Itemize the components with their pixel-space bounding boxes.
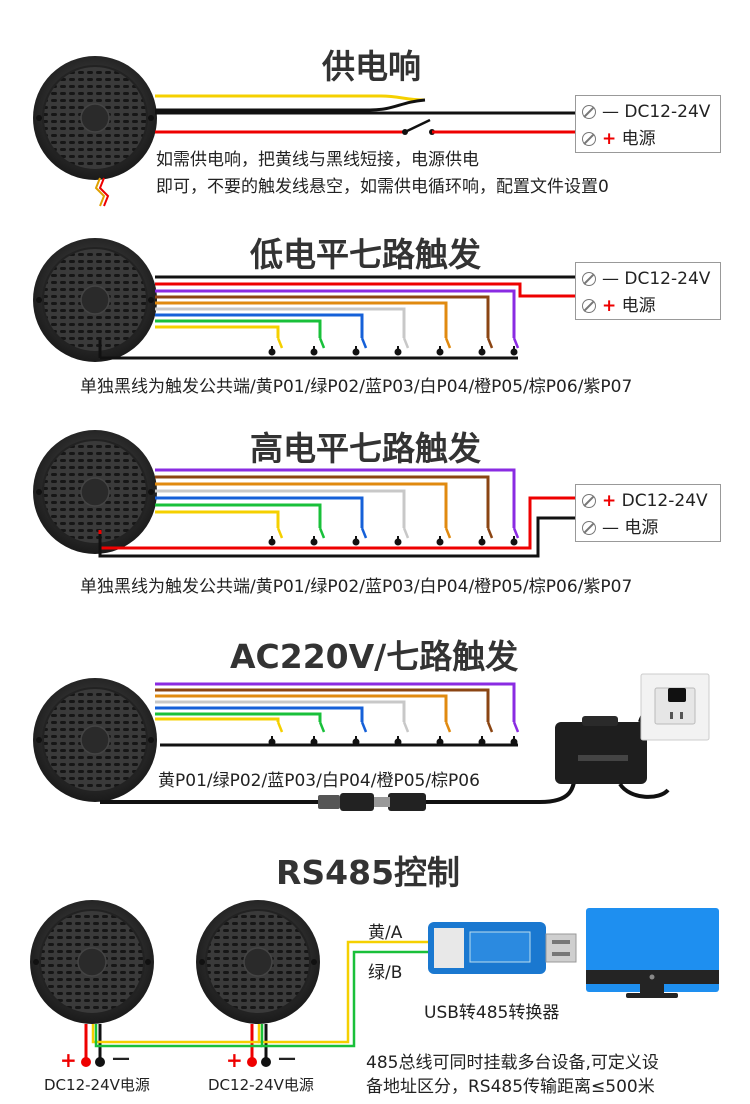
low-caption: 单独黑线为触发公共端/黄P01/绿P02/蓝P03/白P04/橙P05/棕P06…: [80, 377, 633, 397]
screw-icon: [582, 132, 596, 146]
screw-icon: [582, 521, 596, 535]
speaker-5: [29, 899, 155, 1025]
rs485-note-line2: 备地址区分，RS485传输距离≤500米: [366, 1077, 655, 1097]
screw-icon: [582, 494, 596, 508]
monitor: [586, 908, 719, 998]
terminal-block-power: — DC12-24V + 电源: [575, 95, 721, 153]
speaker-2: [32, 237, 158, 363]
terminal-sign: —: [602, 102, 619, 122]
section-title-high: 高电平七路触发: [250, 429, 481, 468]
rs485-note-line1: 485总线可同时挂载多台设备,可定义设: [366, 1053, 659, 1073]
usb-485-converter: [428, 922, 577, 974]
speaker-1: [32, 55, 158, 181]
screw-icon: [582, 272, 596, 286]
plus-sign: +: [226, 1048, 243, 1072]
terminal-block-high: + DC12-24V — 电源: [575, 484, 721, 542]
terminal-block-low: — DC12-24V + 电源: [575, 262, 721, 320]
converter-label: USB转485转换器: [424, 1003, 560, 1023]
power-label-2: DC12-24V电源: [208, 1076, 314, 1094]
screw-icon: [582, 105, 596, 119]
terminal-label: DC12-24V: [621, 491, 708, 511]
terminal-label: 电源: [621, 296, 656, 316]
speaker-6: [195, 899, 321, 1025]
terminal-sign: +: [602, 296, 617, 316]
minus-sign: —: [112, 1048, 130, 1069]
power-label-1: DC12-24V电源: [44, 1076, 150, 1094]
power-note-line1: 如需供电响，把黄线与黑线短接，电源供电: [156, 150, 479, 170]
screw-icon: [582, 299, 596, 313]
terminal-label: 电源: [624, 518, 659, 538]
wire-b-label: 绿/B: [368, 963, 403, 983]
terminal-sign: +: [602, 129, 617, 149]
ac-caption: 黄P01/绿P02/蓝P03/白P04/橙P05/棕P06: [158, 771, 480, 791]
speaker-4: [32, 677, 158, 803]
speaker-3: [32, 429, 158, 555]
terminal-label: 电源: [621, 129, 656, 149]
terminal-sign: —: [602, 518, 619, 538]
section-title-low: 低电平七路触发: [250, 235, 481, 274]
section-title-ac: AC220V/七路触发: [230, 637, 519, 676]
power-note-line2: 即可，不要的触发线悬空，如需供电循环响，配置文件设置0: [156, 177, 609, 197]
high-caption: 单独黑线为触发公共端/黄P01/绿P02/蓝P03/白P04/橙P05/棕P06…: [80, 577, 633, 597]
section-title-power: 供电响: [322, 47, 421, 86]
section-title-rs485: RS485控制: [276, 853, 461, 892]
terminal-sign: —: [602, 269, 619, 289]
minus-sign: —: [278, 1048, 296, 1069]
wall-socket: [640, 673, 710, 741]
terminal-label: DC12-24V: [624, 269, 711, 289]
terminal-sign: +: [602, 491, 617, 511]
wire-a-label: 黄/A: [368, 923, 403, 943]
terminal-label: DC12-24V: [624, 102, 711, 122]
dc-plug: [100, 769, 577, 811]
plus-sign: +: [60, 1048, 77, 1072]
